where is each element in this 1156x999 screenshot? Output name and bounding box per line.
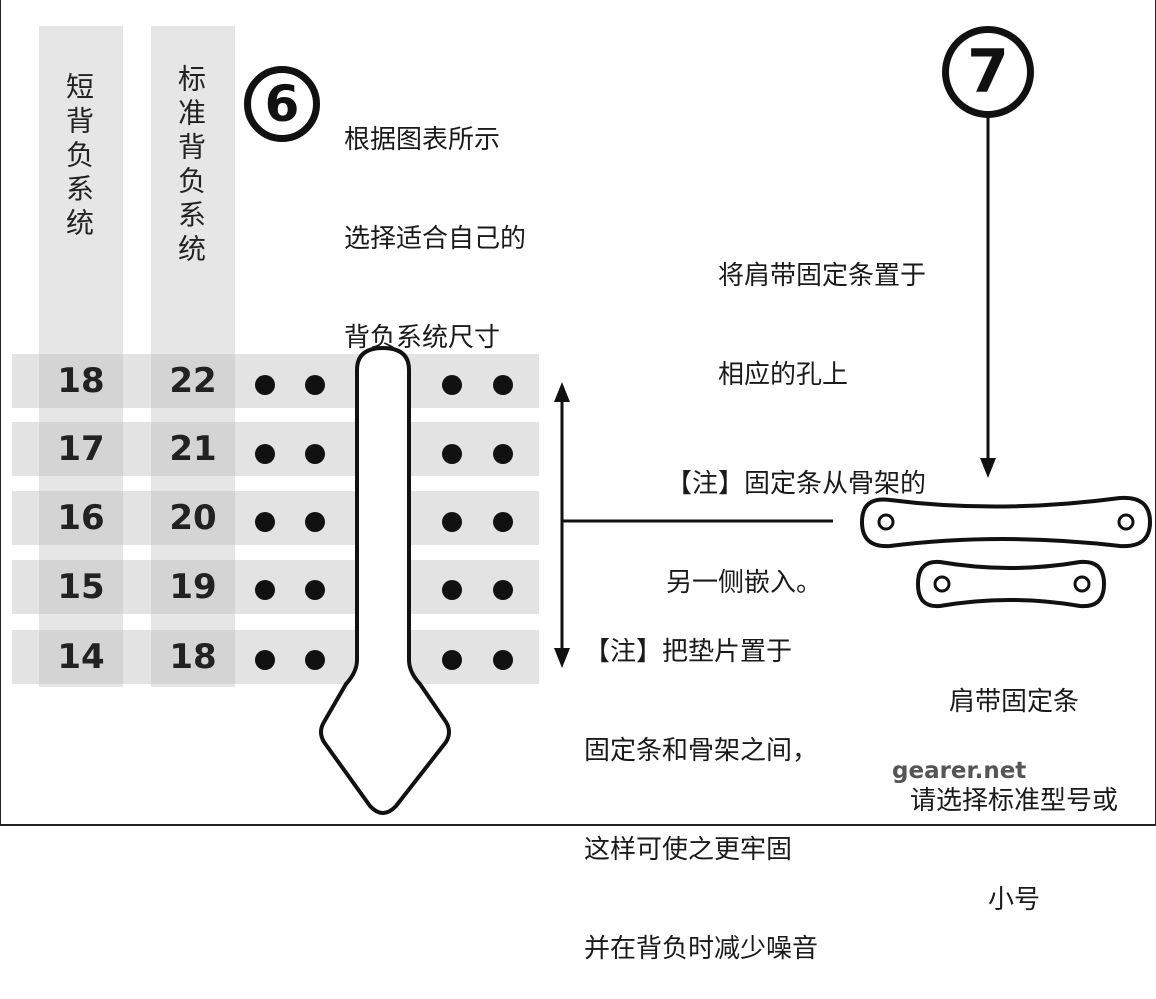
frame-hole xyxy=(305,580,325,600)
frame-stay-outline xyxy=(319,346,451,815)
standard-size-value: 18 xyxy=(151,630,235,684)
frame-hole xyxy=(255,580,275,600)
short-size-value: 16 xyxy=(39,491,123,545)
strap-hole xyxy=(877,513,895,531)
frame-hole xyxy=(305,444,325,464)
insert-side-note: 【注】固定条从骨架的 另一侧嵌入。 xyxy=(666,469,927,598)
standard-size-value: 19 xyxy=(151,560,235,614)
strap-hole xyxy=(933,575,951,593)
spacer-pad-note: 【注】把垫片置于 固定条和骨架之间， 这样可使之更牢固 并在背负时减少噪音 xyxy=(584,637,819,964)
standard-system-title: 标准背负系统 xyxy=(174,64,207,268)
frame-hole xyxy=(305,650,325,670)
strap-hole xyxy=(1117,513,1135,531)
frame-hole xyxy=(493,444,513,464)
frame-hole xyxy=(442,580,462,600)
short-size-value: 18 xyxy=(39,354,123,408)
standard-size-value: 21 xyxy=(151,422,235,476)
short-size-value: 17 xyxy=(39,422,123,476)
frame-hole xyxy=(442,650,462,670)
frame-diagram xyxy=(255,115,1153,815)
frame-hole xyxy=(493,650,513,670)
large-strap-bar xyxy=(859,495,1153,549)
strap-label: 肩带固定条 请选择标准型号或 小号 xyxy=(909,687,1118,915)
step6-instruction: 根据图表所示 选择适合自己的 背负系统尺寸 xyxy=(344,125,527,353)
frame-hole xyxy=(255,512,275,532)
watermark: gearer.net xyxy=(892,758,1027,784)
step7-instruction: 将肩带固定条置于 相应的孔上 xyxy=(718,261,927,390)
step7-pointer-arrowhead xyxy=(980,458,996,478)
frame-hole xyxy=(493,512,513,532)
frame-hole xyxy=(442,512,462,532)
standard-size-value: 22 xyxy=(151,354,235,408)
range-arrow-down xyxy=(554,648,570,668)
frame-hole xyxy=(305,375,325,395)
frame-hole xyxy=(255,650,275,670)
frame-hole xyxy=(442,444,462,464)
short-system-title: 短背负系统 xyxy=(62,72,95,242)
step-7-badge: 7 xyxy=(942,26,1034,118)
step-6-badge: 6 xyxy=(244,66,320,142)
range-arrow-up xyxy=(554,382,570,402)
standard-size-value: 20 xyxy=(151,491,235,545)
short-size-value: 14 xyxy=(39,630,123,684)
frame-holes xyxy=(255,375,513,670)
frame-hole xyxy=(305,512,325,532)
frame-hole xyxy=(442,375,462,395)
short-size-value: 15 xyxy=(39,560,123,614)
strap-hole xyxy=(1073,575,1091,593)
frame-hole xyxy=(255,444,275,464)
small-strap-bar xyxy=(915,559,1107,609)
frame-hole xyxy=(493,580,513,600)
frame-hole xyxy=(493,375,513,395)
frame-hole xyxy=(255,375,275,395)
